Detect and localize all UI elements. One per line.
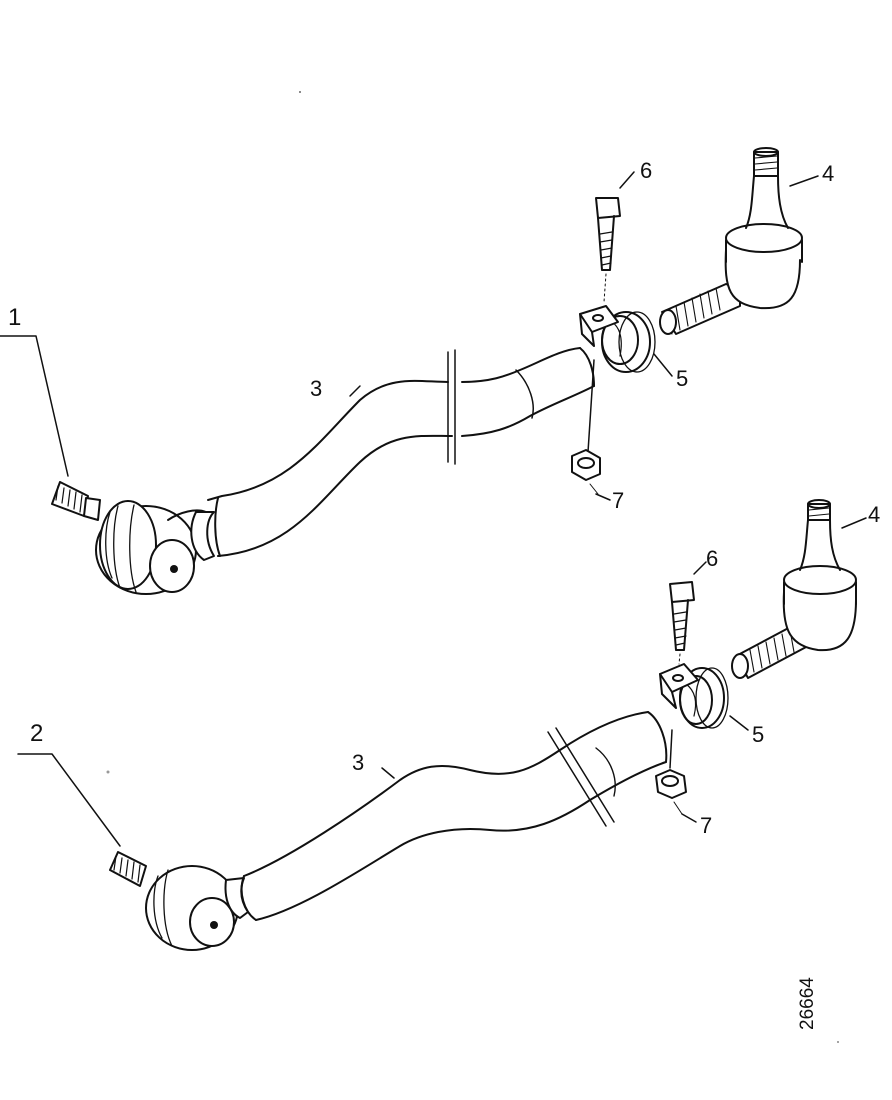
lower-assembly — [17, 499, 867, 951]
callout-4-upper: 4 — [822, 161, 835, 186]
upper-assembly — [0, 147, 819, 595]
leader-line-5 — [653, 353, 673, 377]
lower-left-ball-joint — [109, 851, 249, 951]
upper-bolt-and-nut — [571, 171, 635, 501]
callout-1: 1 — [8, 304, 22, 331]
upper-left-ball-joint — [51, 481, 215, 595]
lower-bolt-and-nut — [655, 561, 707, 823]
leader-line-7-lower — [681, 813, 697, 823]
callout-5-upper: 5 — [676, 366, 689, 391]
upper-clamp — [579, 305, 673, 377]
leader-line-6 — [619, 171, 635, 189]
callout-2: 2 — [30, 720, 44, 747]
leader-line-7 — [595, 493, 611, 501]
leader-line-3 — [349, 385, 361, 397]
lower-clamp — [659, 663, 749, 731]
leader-line-4-lower — [841, 517, 867, 529]
leader-line-2 — [17, 753, 121, 847]
callout-4-lower: 4 — [868, 502, 881, 527]
callout-3-lower: 3 — [352, 750, 365, 775]
leader-line-5-lower — [729, 715, 749, 731]
lower-tie-rod-end — [731, 499, 867, 679]
callout-7-upper: 7 — [612, 488, 625, 513]
upper-tie-rod-end — [659, 147, 819, 335]
figure-id: 26664 — [797, 977, 818, 1030]
callout-6-lower: 6 — [706, 546, 719, 571]
leader-line-6-lower — [693, 561, 707, 575]
leader-line-3-lower — [381, 767, 395, 779]
callout-3-upper: 3 — [310, 376, 323, 401]
lower-rod — [240, 711, 668, 921]
callout-6-upper: 6 — [640, 158, 653, 183]
leader-line-1 — [0, 335, 69, 477]
callout-5-lower: 5 — [752, 722, 765, 747]
leader-line-4 — [789, 175, 819, 187]
upper-rod — [207, 347, 595, 557]
callout-7-lower: 7 — [700, 813, 713, 838]
